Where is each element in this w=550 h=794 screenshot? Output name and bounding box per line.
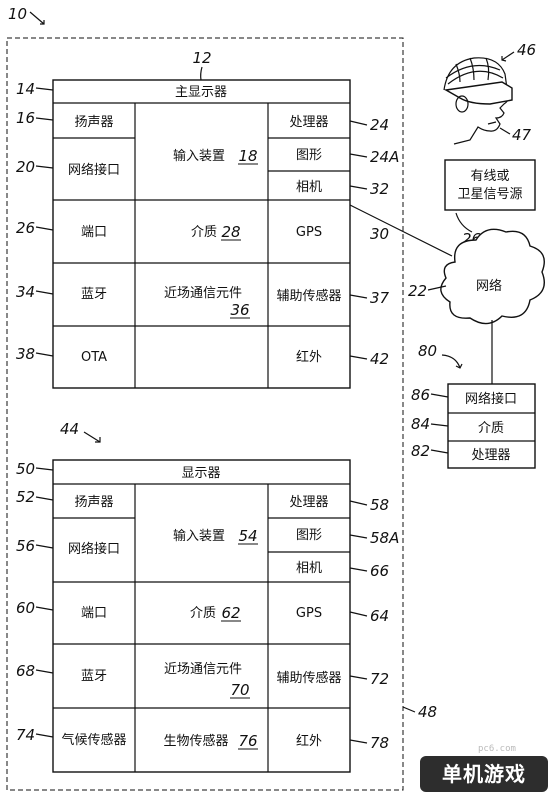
ref-camera2: 66: [370, 562, 389, 580]
ref-bio-sensor2: 76: [238, 732, 257, 750]
device2-port: 端口: [81, 606, 107, 621]
device2-network-interface: 网络接口: [68, 541, 120, 557]
device1-graphics: 图形: [296, 148, 322, 163]
ref-camera1: 32: [370, 180, 389, 198]
ref-bluetooth1: 34: [16, 283, 35, 301]
device1: 主显示器 12 扬声器 网络接口 输入装置 18 处理器 图形 相机 端口 介质…: [16, 49, 399, 389]
ref-nfc1: 36: [230, 301, 249, 319]
network-cloud: 网络 22: [408, 228, 545, 325]
device1-nfc: 近场通信元件: [164, 286, 242, 301]
ref-server-processor: 82: [411, 442, 430, 460]
system-boundary: [6, 37, 404, 791]
ref-aux-sensor1: 37: [370, 289, 390, 307]
server-network-interface: 网络接口: [465, 391, 517, 407]
ref-device1-title: 14: [16, 80, 35, 98]
device1-speaker: 扬声器: [74, 115, 113, 130]
hmd-user-icon: 46 47: [443, 41, 536, 145]
ref-graphics2: 58A: [370, 529, 399, 547]
ref-bluetooth2: 68: [16, 662, 35, 680]
ref-hmd: 46: [517, 41, 536, 59]
ref-server-network-interface: 86: [411, 386, 430, 404]
ref-device1: 12: [192, 49, 211, 67]
ref-port2: 60: [16, 599, 35, 617]
signal-source-line1: 有线或: [470, 169, 509, 184]
watermark-url: pc6.com: [478, 744, 516, 754]
ref-network-interface2: 56: [16, 537, 35, 555]
device2-medium: 介质: [190, 606, 216, 621]
ref-processor1: 24: [370, 116, 389, 134]
watermark-logo: 单机游戏: [420, 756, 548, 792]
ref-network: 22: [408, 282, 427, 300]
ref-graphics1: 24A: [370, 148, 399, 166]
device2-climate-sensor: 气候传感器: [61, 732, 126, 748]
device1-input-device: 输入装置: [173, 148, 225, 164]
device1-port: 端口: [81, 225, 107, 240]
device1-camera: 相机: [296, 180, 322, 195]
server-medium: 介质: [478, 421, 504, 436]
ref-ota1: 38: [16, 345, 35, 363]
device2-infrared: 红外: [296, 733, 322, 749]
device1-ota: OTA: [81, 350, 107, 365]
ref-gps1: 30: [370, 225, 389, 243]
device2-bio-sensor: 生物传感器: [163, 733, 228, 749]
ref-device2-title: 50: [16, 460, 35, 478]
ref-processor2: 58: [370, 496, 389, 514]
ref-infrared2: 78: [370, 734, 389, 752]
ref-input-device1: 18: [238, 147, 257, 165]
device2: 44 显示器 扬声器 网络接口 输入装置 54 处理器 图形 相机 端口 介质 …: [16, 420, 437, 773]
ref-network-interface1: 20: [16, 158, 35, 176]
ref-device2-outer: 48: [418, 703, 437, 721]
ref-input-device2: 54: [238, 527, 257, 545]
ref-infrared1: 42: [370, 350, 389, 368]
signal-source-line2: 卫星信号源: [457, 187, 522, 202]
device1-bluetooth: 蓝牙: [81, 287, 107, 302]
device2-speaker: 扬声器: [74, 495, 113, 510]
ref-device2: 44: [60, 420, 79, 438]
device2-title: 显示器: [181, 466, 220, 481]
device1-network-link: [349, 204, 453, 257]
device2-bluetooth: 蓝牙: [81, 669, 107, 684]
server-processor: 处理器: [471, 448, 510, 463]
ref-nfc2: 70: [230, 681, 249, 699]
ref-climate-sensor2: 74: [16, 726, 35, 744]
device1-processor: 处理器: [289, 115, 328, 130]
ref-gps2: 64: [370, 607, 389, 625]
ref-aux-sensor2: 72: [370, 670, 389, 688]
device2-camera: 相机: [296, 561, 322, 576]
device1-gps: GPS: [296, 225, 322, 240]
ref-system: 10: [8, 5, 27, 23]
device2-processor: 处理器: [289, 495, 328, 510]
ref-server: 80: [418, 342, 437, 360]
device1-infrared: 红外: [296, 349, 322, 365]
ref-speaker1: 16: [16, 109, 35, 127]
device2-gps: GPS: [296, 606, 322, 621]
device2-input-device: 输入装置: [173, 528, 225, 544]
ref-server-medium: 84: [411, 415, 430, 433]
device1-aux-sensor: 辅助传感器: [276, 288, 341, 304]
device2-aux-sensor: 辅助传感器: [276, 670, 341, 686]
device1-medium: 介质: [191, 225, 217, 240]
ref-port1: 26: [16, 219, 35, 237]
network-label: 网络: [476, 278, 502, 294]
ref-medium1: 28: [221, 223, 240, 241]
ref-speaker2: 52: [16, 488, 35, 506]
device2-graphics: 图形: [296, 528, 322, 543]
device2-nfc: 近场通信元件: [164, 662, 242, 677]
ref-medium2: 62: [221, 604, 240, 622]
server: 80 网络接口 介质 处理器 86 84 82: [411, 342, 536, 469]
ref-hmd-face: 47: [512, 126, 532, 144]
device1-network-interface: 网络接口: [68, 162, 120, 178]
device1-title: 主显示器: [175, 85, 227, 100]
